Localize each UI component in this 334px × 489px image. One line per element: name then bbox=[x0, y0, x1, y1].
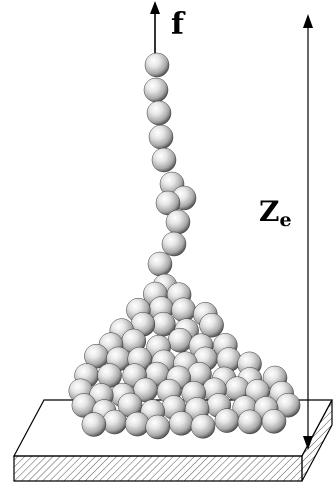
force-label: f bbox=[171, 10, 184, 40]
height-dimension-arrow bbox=[303, 14, 313, 450]
height-label: Ze bbox=[259, 198, 292, 230]
substrate-front-face bbox=[13, 455, 303, 482]
bead bbox=[148, 124, 174, 150]
bead bbox=[146, 100, 172, 126]
force-arrow bbox=[150, 1, 160, 60]
bead bbox=[81, 412, 107, 437]
polymer-beads bbox=[68, 52, 301, 440]
bead bbox=[237, 409, 263, 435]
bead bbox=[144, 52, 170, 78]
bead bbox=[125, 411, 150, 437]
substrate-side-face bbox=[301, 399, 333, 482]
bead bbox=[169, 411, 194, 436]
bead bbox=[214, 408, 240, 433]
force-label-text: f bbox=[171, 7, 184, 42]
bead bbox=[199, 312, 224, 338]
bead bbox=[102, 409, 127, 435]
bead bbox=[171, 297, 196, 323]
bead bbox=[165, 209, 191, 235]
bead bbox=[145, 414, 170, 440]
bead bbox=[167, 327, 193, 353]
bead bbox=[151, 147, 177, 173]
bead bbox=[190, 414, 216, 439]
height-label-main: Z bbox=[259, 195, 280, 228]
bead bbox=[143, 77, 169, 103]
bead bbox=[261, 409, 287, 434]
bead bbox=[161, 231, 187, 257]
bead bbox=[147, 251, 173, 277]
height-label-subscript: e bbox=[279, 209, 292, 231]
